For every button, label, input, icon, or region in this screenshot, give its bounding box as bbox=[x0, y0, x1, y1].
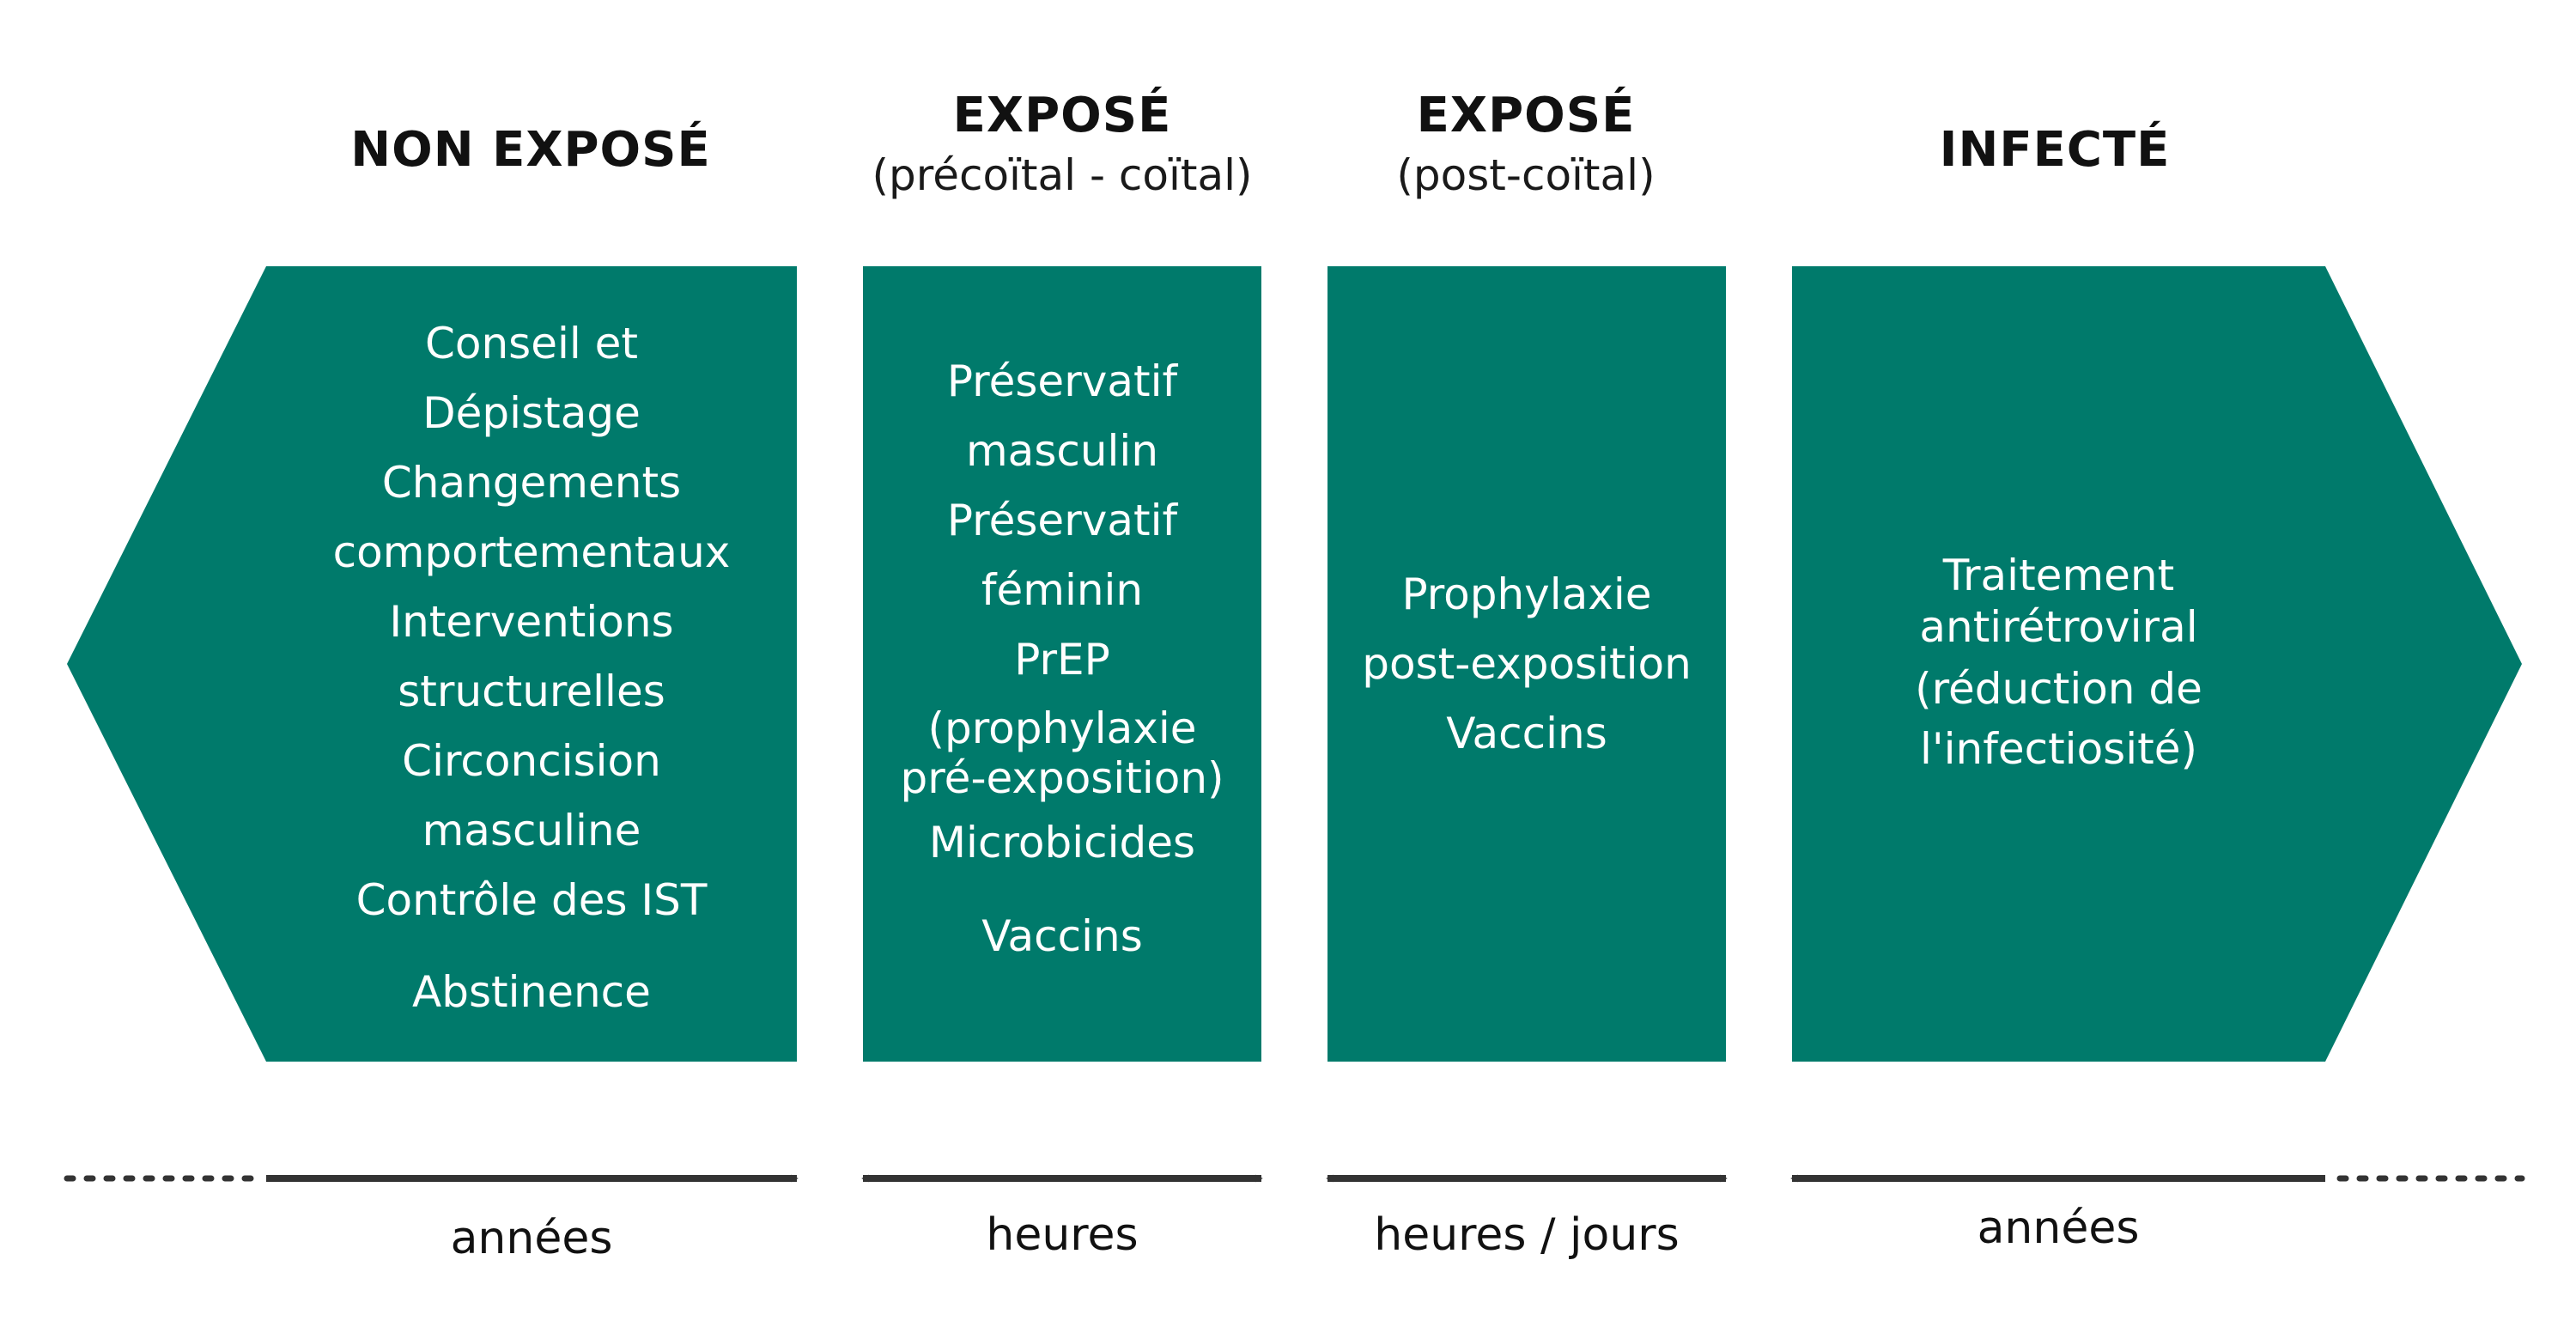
non-expose-box bbox=[67, 266, 797, 1062]
timescale-label-non-expose: années bbox=[450, 1213, 613, 1264]
column-title: INFECTÉ bbox=[1939, 122, 2171, 178]
column-subtitle: (précoïtal - coïtal) bbox=[872, 150, 1253, 200]
column-header-infecte: INFECTÉ bbox=[1754, 120, 2355, 180]
expose-postcoital-items: Prophylaxie post-exposition Vaccins bbox=[1327, 560, 1726, 769]
column-title: EXPOSÉ bbox=[952, 88, 1172, 143]
intervention-item: Préservatif bbox=[946, 356, 1178, 406]
intervention-item: Conseil et bbox=[424, 319, 639, 368]
intervention-item: comportementaux bbox=[332, 527, 731, 577]
intervention-item: féminin bbox=[981, 565, 1144, 615]
intervention-item: Préservatif bbox=[946, 496, 1178, 545]
infecte-box bbox=[1792, 266, 2522, 1062]
intervention-item: Interventions bbox=[389, 597, 674, 647]
non-expose-items: Conseil et Dépistage Changements comport… bbox=[266, 309, 797, 1027]
intervention-item: l'infectiosité) bbox=[1920, 724, 2197, 774]
intervention-item: Abstinence bbox=[412, 967, 651, 1017]
intervention-item: Contrôle des IST bbox=[355, 875, 708, 925]
timescale-label-expose-postcoital: heures / jours bbox=[1374, 1209, 1680, 1261]
expose-precoital-box bbox=[863, 266, 1261, 1062]
intervention-item: (réduction de bbox=[1915, 664, 2202, 714]
column-header-expose-postcoital: EXPOSÉ (post-coïtal) bbox=[1225, 86, 1826, 204]
intervention-item: masculin bbox=[965, 426, 1159, 476]
intervention-item: Prophylaxie bbox=[1401, 569, 1652, 619]
intervention-item: Vaccins bbox=[981, 911, 1143, 961]
column-subtitle: (post-coïtal) bbox=[1396, 150, 1656, 200]
intervention-item: Traitement bbox=[1942, 551, 2175, 600]
intervention-item: Dépistage bbox=[422, 388, 641, 438]
column-title: EXPOSÉ bbox=[1416, 88, 1636, 143]
intervention-item: antirétroviral bbox=[1919, 602, 2198, 652]
intervention-item: Changements bbox=[381, 458, 682, 508]
column-header-non-expose: NON EXPOSÉ bbox=[230, 120, 831, 180]
expose-precoital-items: Préservatif masculin Préservatif féminin… bbox=[863, 347, 1261, 971]
intervention-item: Circoncision bbox=[402, 736, 661, 786]
column-header-expose-precoital: EXPOSÉ (précoïtal - coïtal) bbox=[762, 86, 1363, 204]
expose-postcoital-box bbox=[1327, 266, 1726, 1062]
intervention-item: pré-exposition) bbox=[900, 753, 1224, 803]
intervention-item: Microbicides bbox=[928, 818, 1196, 867]
timescale-label-infecte: années bbox=[1977, 1202, 2140, 1254]
intervention-item: masculine bbox=[422, 806, 641, 855]
intervention-item: PrEP bbox=[1014, 635, 1110, 685]
intervention-item: Vaccins bbox=[1446, 709, 1607, 758]
intervention-item: structurelles bbox=[398, 667, 665, 716]
column-title: NON EXPOSÉ bbox=[350, 122, 711, 178]
intervention-item: (prophylaxie bbox=[927, 703, 1197, 753]
intervention-item: post-exposition bbox=[1362, 639, 1692, 689]
timescale-label-expose-precoital: heures bbox=[986, 1209, 1139, 1261]
infecte-items: Traitement antirétroviral (réduction de … bbox=[1792, 550, 2325, 775]
